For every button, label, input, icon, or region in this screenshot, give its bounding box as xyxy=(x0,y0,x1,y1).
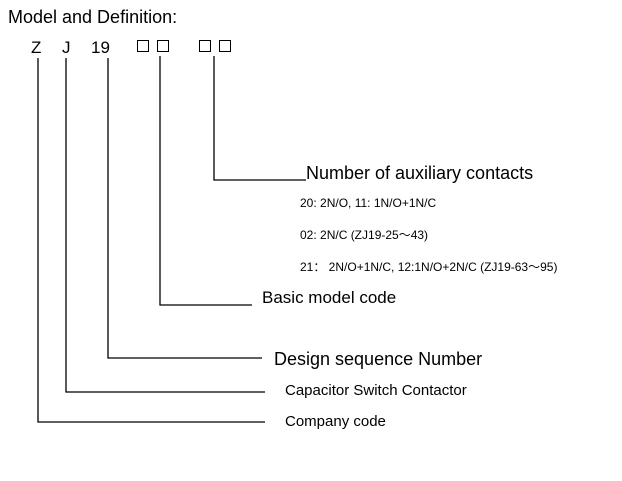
page-title: Model and Definition: xyxy=(8,7,178,27)
leader-line-basic-model xyxy=(159,56,252,306)
model-code-letter-j: J xyxy=(62,38,71,57)
model-code-number: 19 xyxy=(91,38,110,57)
placeholder-box-3 xyxy=(199,40,211,52)
note-aux-21-12: 21： 2N/O+1N/C, 12:1N/O+2N/C (ZJ19-63～95) xyxy=(300,260,558,274)
label-basic-model-code: Basic model code xyxy=(262,288,397,307)
label-design-sequence: Design sequence Number xyxy=(274,349,483,369)
model-code-letter-z: Z xyxy=(31,38,42,57)
label-auxiliary-contacts: Number of auxiliary contacts xyxy=(306,163,534,183)
note-aux-02: 02: 2N/C (ZJ19-25～43) xyxy=(300,228,429,242)
leader-line-company xyxy=(37,58,265,423)
note-aux-20-11: 20: 2N/O, 11: 1N/O+1N/C xyxy=(300,196,437,210)
label-product: Capacitor Switch Contactor xyxy=(285,382,467,399)
leader-line-product xyxy=(65,58,265,393)
label-company-code: Company code xyxy=(285,413,386,430)
leader-line-design-sequence xyxy=(107,58,262,359)
placeholder-box-1 xyxy=(137,40,149,52)
placeholder-box-4 xyxy=(219,40,231,52)
leader-line-aux-contacts xyxy=(213,56,306,181)
placeholder-box-2 xyxy=(157,40,169,52)
